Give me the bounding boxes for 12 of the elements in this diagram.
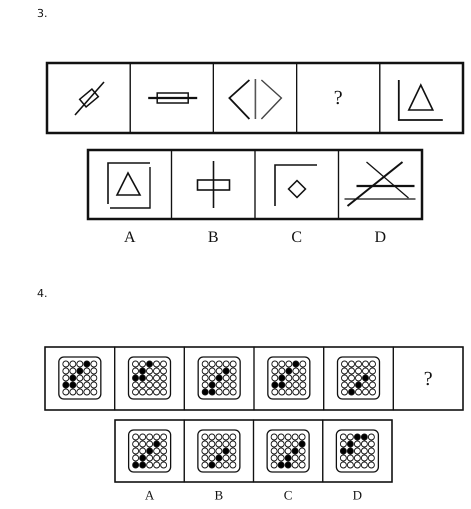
option-letter: A [124,230,136,246]
option-letter: A [144,488,154,502]
question-mark: ? [424,369,433,389]
option-letter: C [291,230,302,246]
option-letter: B [208,230,219,246]
problem-number: 3. [37,8,48,19]
option-letter: D [374,230,386,246]
problem-number: 4. [37,288,48,299]
option-letter: C [284,488,292,502]
option-letter: D [352,488,362,502]
question-mark: ? [334,88,343,108]
option-letter: B [214,488,224,502]
